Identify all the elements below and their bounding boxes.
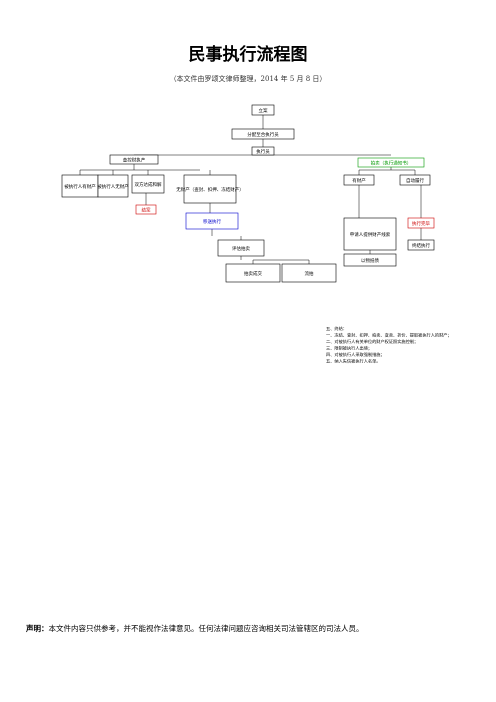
flow-box-label: 拍卖（执行通知书） <box>371 160 412 167</box>
note-line: 三、限制被执行人出境； <box>326 345 372 352</box>
flow-box-label: 分配至合执行员 <box>247 131 279 138</box>
flow-box-label: 有财产 <box>352 177 366 184</box>
flow-box-rect <box>131 174 165 194</box>
flow-box-b18: 以物抵债 <box>343 253 397 267</box>
flow-box-rect <box>135 204 157 215</box>
flow-box-b20: 终结执行 <box>407 239 435 251</box>
flow-box-b17: 流拍 <box>281 263 337 283</box>
page-subtitle: （本文件由罗颂文律师整理，2014 年 5 月 8 日） <box>169 75 327 83</box>
flow-box-rect <box>251 146 275 156</box>
flow-box-label: 流拍 <box>305 270 314 277</box>
flow-box-rect <box>231 128 295 140</box>
flow-box-b4: 查控财执产 <box>109 154 159 165</box>
flow-box-b3: 执行员 <box>251 146 275 156</box>
flow-box-rect <box>185 212 239 230</box>
flow-box-b13: 移送执行 <box>185 212 239 230</box>
flow-box-b7: 双方达成和解 <box>131 174 165 194</box>
flow-box-b11: 自动履行 <box>399 174 431 186</box>
flow-box-label: 结案 <box>142 207 151 214</box>
flow-box-label: 立案 <box>259 107 268 114</box>
flow-box-b19: 执行完毕 <box>407 217 435 229</box>
flow-box-label: 执行完毕 <box>412 220 430 227</box>
flow-box-rect <box>281 263 337 283</box>
flow-box-rect <box>97 174 129 198</box>
flow-box-label: 查控财执产 <box>123 157 146 164</box>
flow-box-b10: 有财产 <box>343 174 375 186</box>
flow-box-rect <box>343 253 397 267</box>
flow-box-b16: 拍卖成交 <box>225 263 281 283</box>
flow-box-b2: 分配至合执行员 <box>231 128 295 140</box>
flow-box-label: 终结执行 <box>412 242 430 249</box>
note-line: 二、对被执行人有关单位的财产权证照实施控制； <box>326 338 418 345</box>
flow-box-rect <box>343 174 375 186</box>
flow-box-label: 拍卖成交 <box>244 270 262 277</box>
note-line: 一、冻结、查封、扣押、拍卖、变卖、折价、提取被执行人的财产； <box>326 332 452 339</box>
disclaimer-label: 声明： <box>26 624 49 633</box>
flow-box-label: 无财产（查封、扣押、冻结财产） <box>176 186 244 193</box>
flow-box-label: 以物抵债 <box>361 257 379 264</box>
flow-box-rect <box>399 174 431 186</box>
disclaimer: 声明：本文件内容只供参考，并不能视作法律意见。任何法律问题应咨询相关司法管辖区的… <box>26 623 364 634</box>
note-line: 四、对被执行人采取强制措施； <box>326 351 385 358</box>
note-line: 五、终结： <box>326 325 347 332</box>
flow-box-b8: 无财产（查封、扣押、冻结财产） <box>176 174 244 204</box>
flow-box-b12: 结案 <box>135 204 157 215</box>
flow-box-rect <box>225 263 281 283</box>
flow-box-rect <box>183 174 237 204</box>
flow-box-label: 执行员 <box>256 148 270 155</box>
flow-box-label: 申请人提供财产线索 <box>350 231 391 238</box>
flow-box-rect <box>357 157 425 168</box>
flow-box-rect <box>109 154 159 165</box>
flow-box-label: 被执行人有财产 <box>64 183 96 190</box>
page-title: 民事执行流程图 <box>188 45 308 65</box>
flow-box-label: 移送执行 <box>203 218 221 225</box>
flow-box-rect <box>217 239 265 257</box>
note-line: 五、纳入失信被执行人名单。 <box>326 358 380 365</box>
flow-box-label: 评估拍卖 <box>232 245 250 252</box>
flow-box-rect <box>407 217 435 229</box>
flow-box-b15: 申请人提供财产线索 <box>343 217 397 251</box>
flow-box-label: 自动履行 <box>406 177 424 184</box>
flow-box-rect <box>251 104 275 116</box>
flow-box-b9: 拍卖（执行通知书） <box>357 157 425 168</box>
flow-box-label: 双方达成和解 <box>135 181 162 188</box>
flow-box-rect <box>343 217 397 251</box>
flow-box-label: 被执行人无财产 <box>97 183 129 190</box>
flow-box-b5: 被执行人有财产 <box>61 174 99 198</box>
flow-box-b6: 被执行人无财产 <box>97 174 129 198</box>
flow-box-b14: 评估拍卖 <box>217 239 265 257</box>
flow-box-rect <box>407 239 435 251</box>
flow-box-b1: 立案 <box>251 104 275 116</box>
disclaimer-text: 本文件内容只供参考，并不能视作法律意见。任何法律问题应咨询相关司法管辖区的司法人… <box>48 624 364 633</box>
